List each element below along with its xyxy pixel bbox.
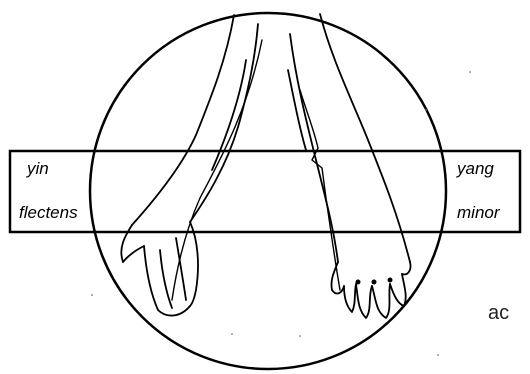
label-flectens: flectens: [19, 204, 78, 221]
edge-text-fragment: ac: [488, 303, 509, 323]
right-arm: [288, 14, 411, 318]
speckles: [91, 71, 471, 356]
left-arm: [121, 15, 262, 316]
label-minor: minor: [457, 204, 500, 221]
outer-circle: [90, 13, 446, 369]
label-yin: yin: [27, 160, 49, 177]
label-yang: yang: [457, 160, 494, 177]
